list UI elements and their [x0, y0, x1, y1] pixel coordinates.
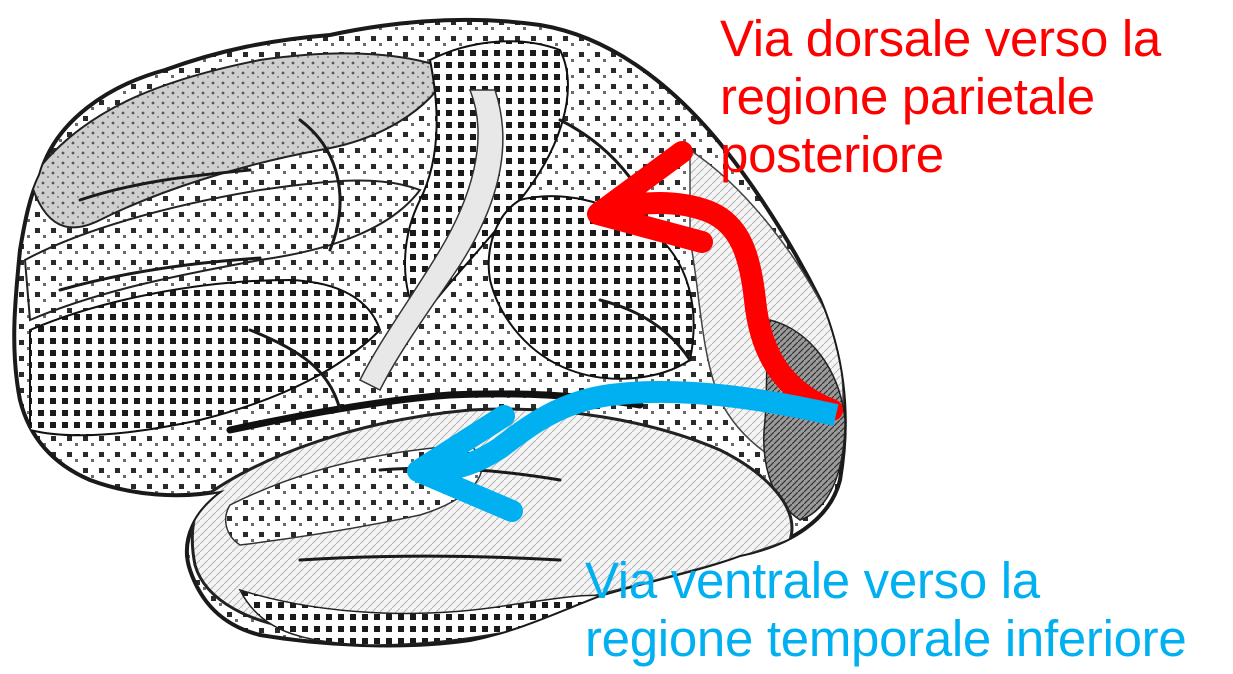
dorsal-label-line: regione parietale	[720, 68, 1161, 126]
ventral-pathway-label: Via ventrale verso la regione temporale …	[585, 552, 1186, 668]
dorsal-pathway-label: Via dorsale verso la regione parietale p…	[720, 10, 1161, 184]
dorsal-label-line: Via dorsale verso la	[720, 10, 1161, 68]
dorsal-label-line: posteriore	[720, 126, 1161, 184]
ventral-label-line: Via ventrale verso la	[585, 552, 1186, 610]
ventral-label-line: regione temporale inferiore	[585, 610, 1186, 668]
